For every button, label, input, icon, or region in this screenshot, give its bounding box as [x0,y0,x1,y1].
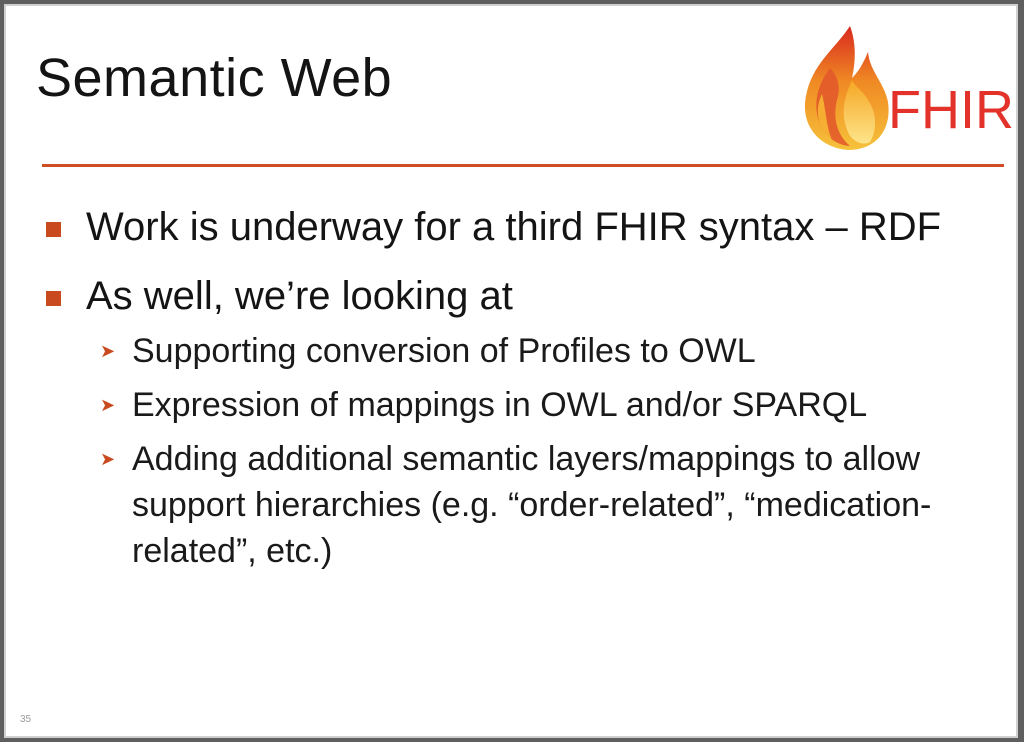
square-bullet-icon [46,222,61,237]
bullet-item: Work is underway for a third FHIR syntax… [46,202,996,253]
bullet-text: As well, we’re looking at [86,274,513,318]
fhir-logo: FHIR [792,22,1016,154]
sub-bullet-item: ➤ Expression of mappings in OWL and/or S… [46,382,996,428]
bullet-list: Work is underway for a third FHIR syntax… [46,202,996,592]
sub-bullet-item: ➤ Adding additional semantic layers/mapp… [46,436,996,574]
slide-title: Semantic Web [36,48,393,108]
sub-bullet-text: Adding additional semantic layers/mappin… [132,440,932,570]
square-bullet-icon [46,291,61,306]
page-number: 35 [20,714,32,725]
slide: Semantic Web [4,4,1018,738]
fhir-logo-text: FHIR [888,80,1014,140]
flame-icon [804,26,889,150]
arrowhead-bullet-icon: ➤ [100,449,116,469]
sub-bullet-item: ➤ Supporting conversion of Profiles to O… [46,328,996,374]
sub-bullet-text: Supporting conversion of Profiles to OWL [132,332,756,370]
bullet-item: As well, we’re looking at ➤ Supporting c… [46,271,996,574]
sub-bullet-text: Expression of mappings in OWL and/or SPA… [132,386,868,424]
sub-bullet-list: ➤ Supporting conversion of Profiles to O… [86,328,996,574]
bullet-text: Work is underway for a third FHIR syntax… [86,205,942,249]
title-divider [42,164,1004,167]
arrowhead-bullet-icon: ➤ [100,341,116,361]
arrowhead-bullet-icon: ➤ [100,395,116,415]
